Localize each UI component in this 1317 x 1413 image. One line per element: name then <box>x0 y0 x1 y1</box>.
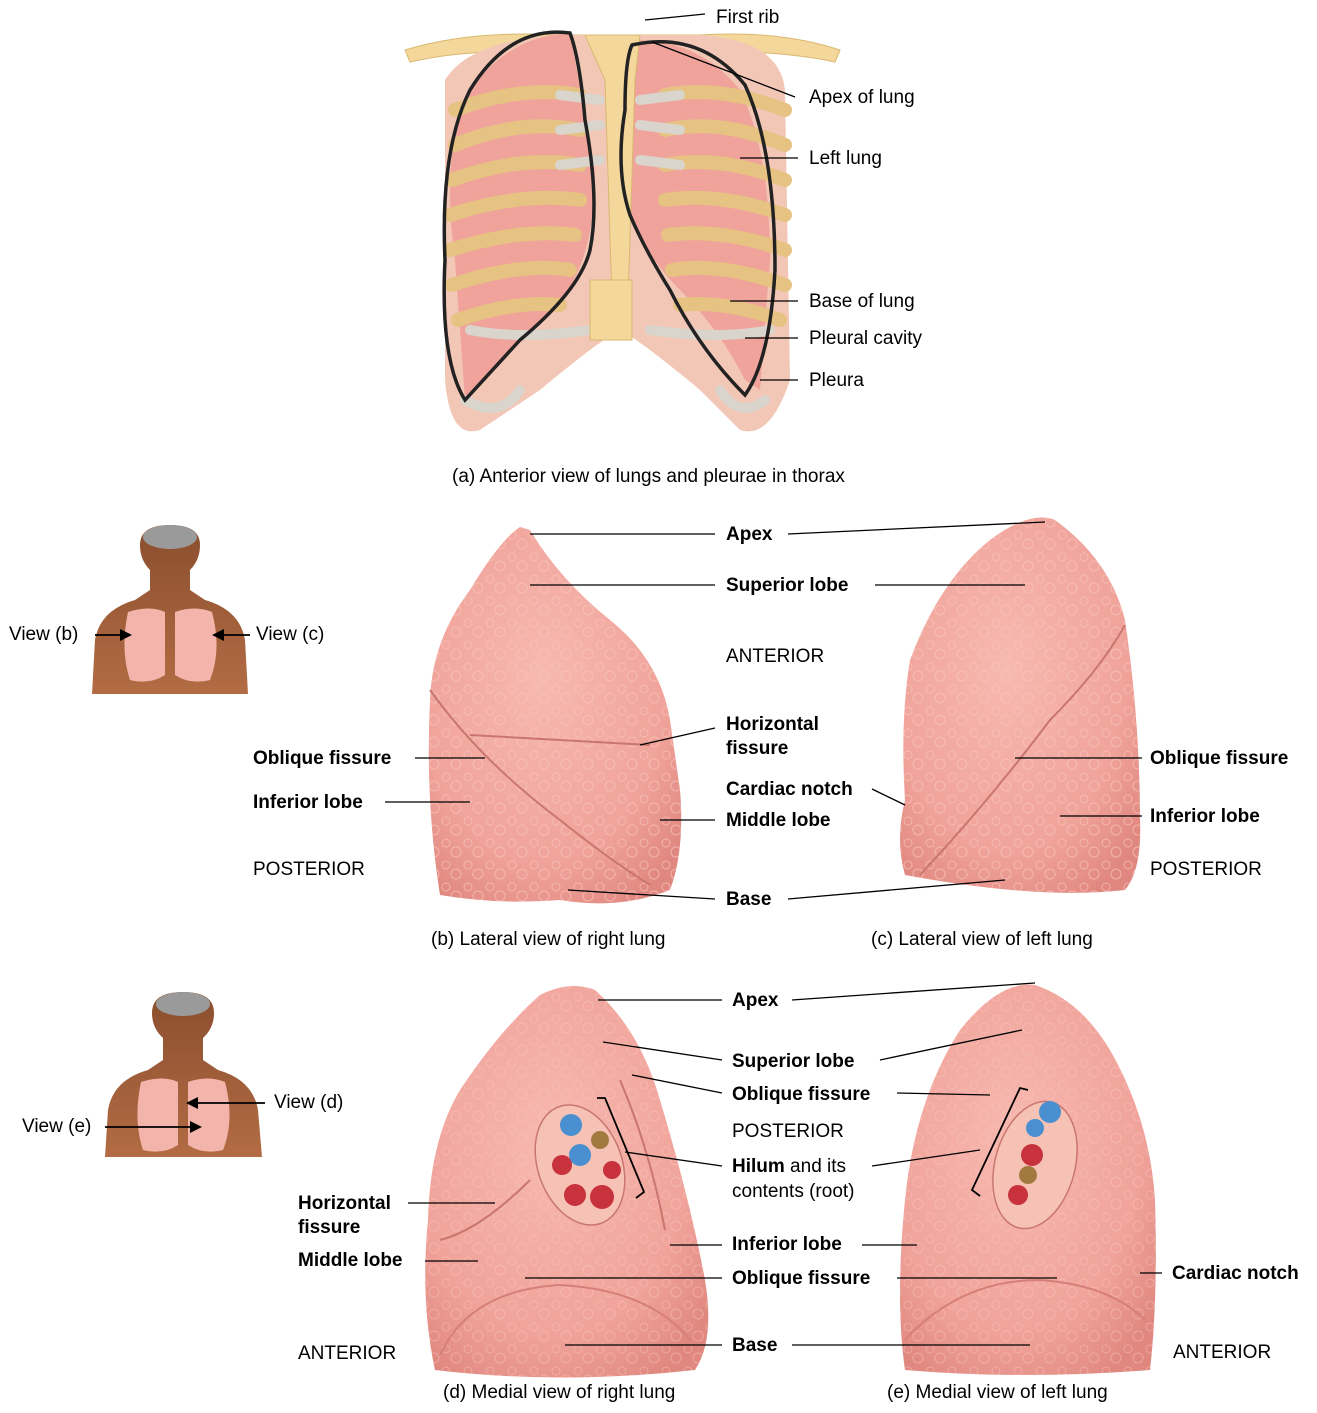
label-base-bc: Base <box>726 888 771 911</box>
left-lung-lateral <box>900 518 1140 893</box>
caption-c: (c) Lateral view of left lung <box>871 929 1093 951</box>
label-oblique-fissure-bottom-de: Oblique fissure <box>732 1267 870 1290</box>
label-hilum-line1: Hilum and its <box>732 1155 846 1178</box>
label-middle-lobe-b: Middle lobe <box>726 809 831 832</box>
left-lung-medial <box>900 985 1156 1375</box>
label-hilum-rest: and its <box>785 1156 846 1177</box>
label-base-of-lung: Base of lung <box>809 290 915 313</box>
label-inferior-lobe-b: Inferior lobe <box>253 791 363 814</box>
label-inferior-lobe-de: Inferior lobe <box>732 1233 842 1256</box>
label-apex-of-lung: Apex of lung <box>809 86 915 109</box>
label-first-rib: First rib <box>716 6 779 29</box>
label-oblique-fissure-c: Oblique fissure <box>1150 747 1288 770</box>
label-superior-lobe-de: Superior lobe <box>732 1050 854 1073</box>
label-apex-bc: Apex <box>726 523 772 546</box>
label-anterior-e: ANTERIOR <box>1173 1341 1271 1364</box>
right-lung-medial <box>425 986 708 1378</box>
label-oblique-fissure-b: Oblique fissure <box>253 747 391 770</box>
label-horizontal-fissure-1-bc: Horizontal <box>726 713 819 736</box>
label-hilum-bold: Hilum <box>732 1156 785 1177</box>
label-base-de: Base <box>732 1334 777 1357</box>
right-lung-lateral <box>429 527 682 903</box>
label-posterior-c: POSTERIOR <box>1150 858 1262 881</box>
label-apex-de: Apex <box>732 989 778 1012</box>
caption-a: (a) Anterior view of lungs and pleurae i… <box>452 466 845 488</box>
label-anterior-bc: ANTERIOR <box>726 645 824 668</box>
label-view-e: View (e) <box>22 1116 91 1138</box>
label-horizontal-fissure-2-d: fissure <box>298 1216 360 1239</box>
caption-d: (d) Medial view of right lung <box>443 1382 675 1404</box>
label-view-c: View (c) <box>256 624 324 646</box>
label-left-lung: Left lung <box>809 147 882 170</box>
torso-figure-top <box>92 525 248 694</box>
label-horizontal-fissure-2-bc: fissure <box>726 737 788 760</box>
label-pleural-cavity: Pleural cavity <box>809 327 922 350</box>
thorax-illustration <box>405 32 840 431</box>
label-posterior-b: POSTERIOR <box>253 858 365 881</box>
label-superior-lobe-bc: Superior lobe <box>726 574 848 597</box>
label-cardiac-notch-e: Cardiac notch <box>1172 1262 1299 1285</box>
label-hilum-line2: contents (root) <box>732 1180 855 1203</box>
label-cardiac-notch-c: Cardiac notch <box>726 778 853 801</box>
label-view-b: View (b) <box>9 624 78 646</box>
label-oblique-fissure-top-de: Oblique fissure <box>732 1083 870 1106</box>
label-inferior-lobe-c: Inferior lobe <box>1150 805 1260 828</box>
torso-figure-bottom <box>105 992 262 1157</box>
label-view-d: View (d) <box>274 1092 343 1114</box>
caption-e: (e) Medial view of left lung <box>887 1382 1108 1404</box>
caption-b: (b) Lateral view of right lung <box>431 929 665 951</box>
label-posterior-de: POSTERIOR <box>732 1120 844 1143</box>
xiphoid-process <box>590 280 632 340</box>
label-anterior-d: ANTERIOR <box>298 1342 396 1365</box>
label-horizontal-fissure-1-d: Horizontal <box>298 1192 391 1215</box>
label-pleura: Pleura <box>809 369 864 392</box>
label-middle-lobe-d: Middle lobe <box>298 1249 403 1272</box>
